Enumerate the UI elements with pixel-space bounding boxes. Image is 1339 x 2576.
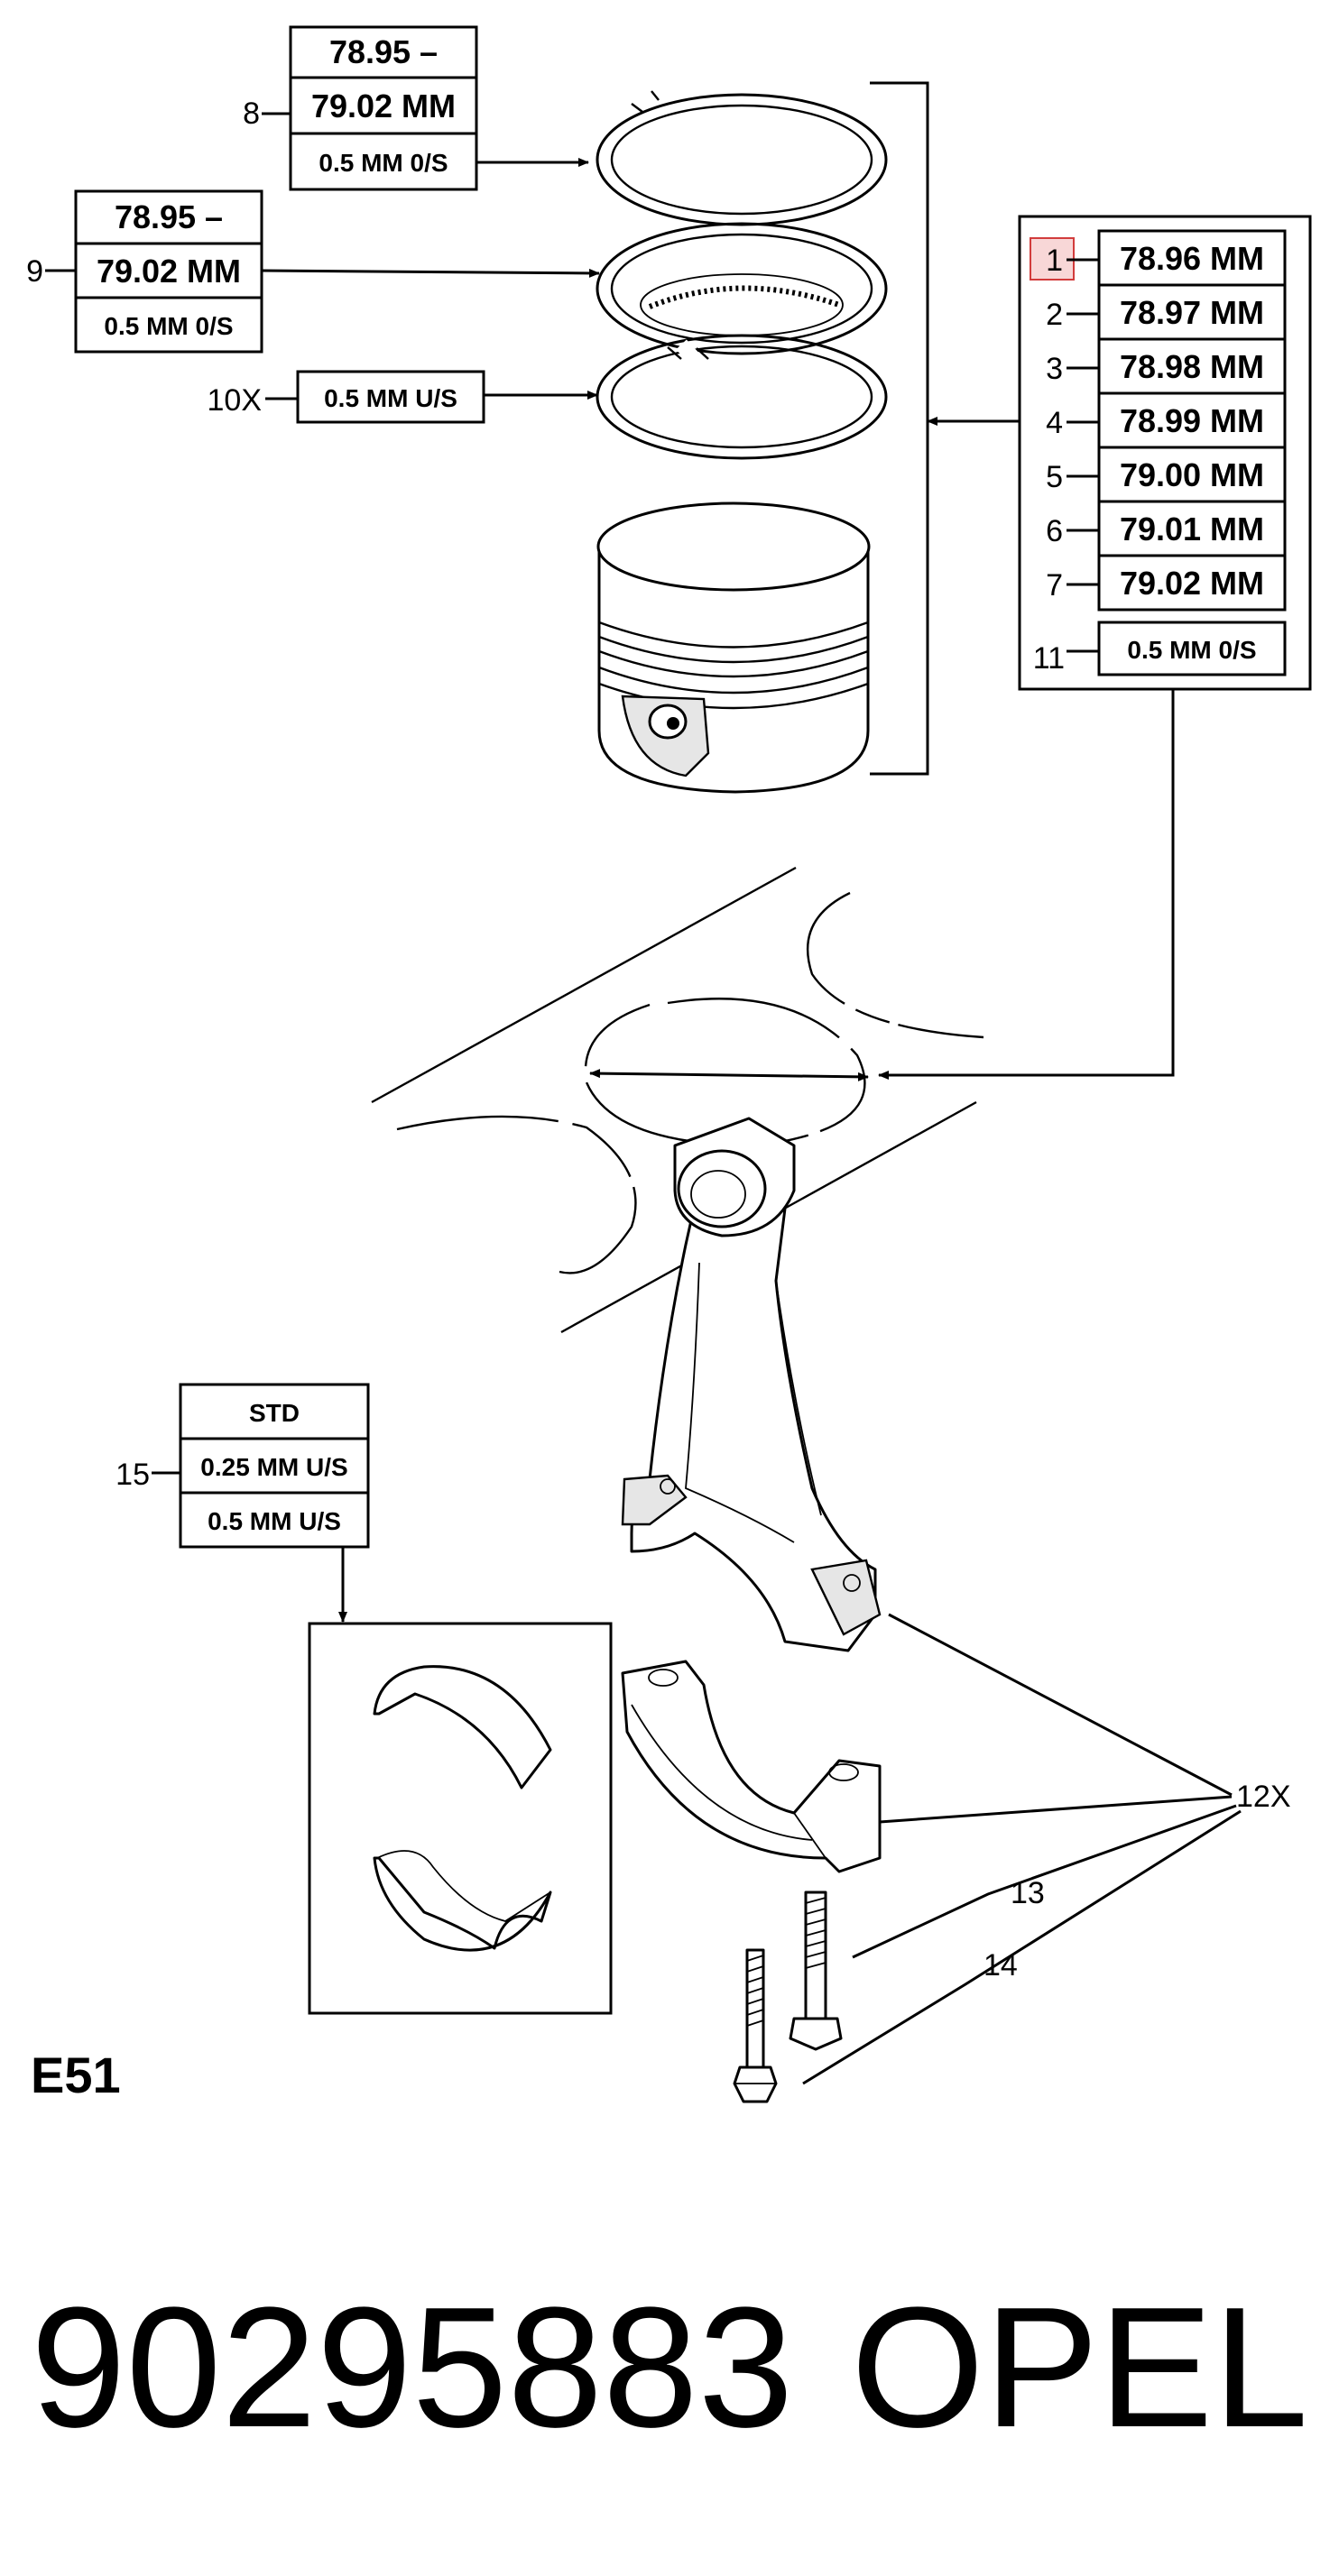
piston-size-value: 79.02 MM	[1120, 565, 1264, 602]
ring-oil-spec-box: 0.5 MM U/S 10X	[208, 370, 598, 424]
callout-3: 3	[1046, 352, 1063, 386]
ring-top-range-line2: 79.02 MM	[311, 87, 456, 124]
piston-size-cell	[1097, 446, 1287, 503]
piston-size-cell	[1097, 391, 1287, 449]
ring-mid-range-line2: 79.02 MM	[97, 253, 241, 290]
connecting-rod-cap	[621, 1660, 882, 1873]
bearing-size-025: 0.25 MM U/S	[200, 1453, 347, 1481]
piston-size-cell	[1097, 554, 1287, 612]
callout-7: 7	[1046, 568, 1063, 603]
piston-size-value: 78.99 MM	[1120, 402, 1264, 439]
second-compression-ring	[596, 222, 888, 355]
top-compression-ring	[596, 85, 888, 226]
ring-oil-size: 0.5 MM U/S	[324, 384, 457, 412]
diagram-code: E51	[31, 2047, 121, 2103]
piston-size-value: 79.00 MM	[1120, 456, 1264, 493]
piston-oversize-size: 0.5 MM 0/S	[1127, 636, 1256, 664]
cylinder-block-bores	[371, 866, 984, 1334]
bearing-size-05: 0.5 MM U/S	[208, 1507, 341, 1535]
callout-1: 1	[1046, 244, 1063, 278]
callout-9: 9	[26, 254, 43, 289]
piston-size-value: 78.96 MM	[1120, 240, 1264, 277]
bearing-shells-panel	[308, 1622, 613, 2015]
piston-size-cell	[1097, 229, 1287, 287]
callout-11: 11	[1033, 641, 1065, 676]
callout-14: 14	[983, 1948, 1018, 1983]
piston-size-cell	[1097, 283, 1287, 341]
bearing-size-std: STD	[249, 1399, 300, 1427]
connecting-rod	[621, 1117, 882, 1652]
callout-4: 4	[1046, 406, 1063, 440]
callout-2: 2	[1046, 298, 1063, 332]
piston-size-value: 78.98 MM	[1120, 348, 1264, 385]
callout-13: 13	[1011, 1876, 1045, 1910]
piston-size-cell	[1097, 500, 1287, 557]
callout-8: 8	[243, 97, 260, 131]
ring-top-spec-box: 78.95 – 79.02 MM 0.5 MM 0/S 8	[243, 25, 589, 191]
piston-size-value: 78.97 MM	[1120, 294, 1264, 331]
conrod-bolt-14	[733, 1948, 778, 2103]
ring-top-range-line1: 78.95 –	[329, 33, 438, 70]
piston-size-table: 78.96 MM 1 78.97 MM 2 78.98 MM 3 78.99 MM 4 79.0…	[1018, 215, 1312, 691]
ring-mid-oversize: 0.5 MM 0/S	[104, 312, 233, 340]
bearing-size-table: STD 0.25 MM U/S 0.5 MM U/S 15	[115, 1383, 370, 1623]
piston	[596, 501, 871, 794]
callout-5: 5	[1046, 460, 1063, 494]
piston-size-value: 79.01 MM	[1120, 511, 1264, 547]
piston-size-cell	[1097, 337, 1287, 395]
callout-15: 15	[115, 1458, 150, 1492]
ring-mid-spec-box: 78.95 – 79.02 MM 0.5 MM 0/S 9	[26, 189, 600, 354]
brand-name: OPEL	[851, 2272, 1308, 2463]
callout-12x: 12X	[1236, 1780, 1291, 1814]
part-number: 90295883	[31, 2272, 793, 2463]
ring-mid-range-line1: 78.95 –	[115, 198, 223, 235]
callout-10x: 10X	[208, 383, 263, 418]
conrod-bolt-13	[789, 1891, 843, 2051]
ring-top-oversize: 0.5 MM 0/S	[319, 149, 448, 177]
callout-6: 6	[1046, 514, 1063, 548]
